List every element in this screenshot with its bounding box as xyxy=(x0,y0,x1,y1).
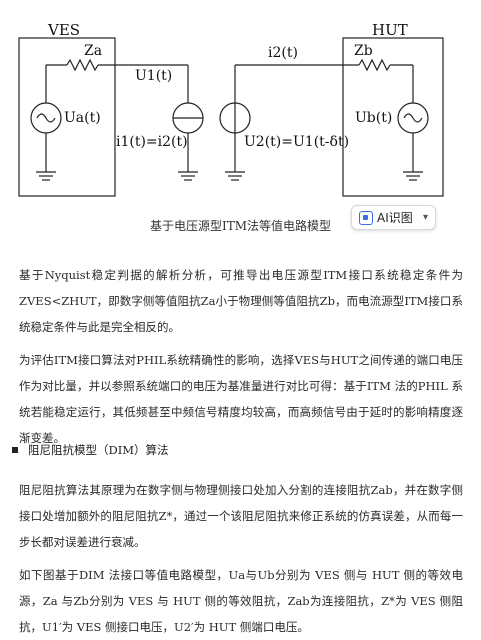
zb-resistor xyxy=(358,58,391,72)
ground-left xyxy=(36,171,56,181)
ai-button-label: AI识图 xyxy=(377,211,413,225)
ai-recognize-button[interactable]: AI识图 ▾ xyxy=(351,205,436,230)
ub-label: Ub(t) xyxy=(355,110,393,126)
figure-caption: 基于电压源型ITM法等值电路模型 xyxy=(149,219,332,233)
i2-label: i2(t) xyxy=(268,45,298,61)
hut-label: HUT xyxy=(372,21,408,39)
za-resistor xyxy=(66,58,99,72)
paragraph-dim-circuit: 如下图基于DIM 法接口等值电路模型，Ua与Ub分别为 VES 侧与 HUT 侧… xyxy=(19,568,463,634)
paragraph-stability: 基于Nyquist稳定判据的解析分析，可推导出电压源型ITM接口系统稳定条件为Z… xyxy=(19,268,463,334)
hut-box xyxy=(342,37,444,197)
u1-label: U1(t) xyxy=(135,68,173,84)
bullet-square-icon xyxy=(12,447,18,453)
section-heading: 阻尼阻抗模型（DIM）算法 xyxy=(12,442,169,458)
paragraph-accuracy: 为评估ITM接口算法对PHIL系统精确性的影响，选择VES与HUT之间传递的端口… xyxy=(19,353,463,445)
ves-box xyxy=(18,37,116,197)
paragraph-dim-principle: 阻尼阻抗算法其原理为在数字侧与物理侧接口处加入分割的连接阻抗Zab，并在数字侧接… xyxy=(19,483,463,549)
za-label: Za xyxy=(84,43,103,59)
ground-mid-left xyxy=(178,171,198,181)
ai-scan-icon xyxy=(359,210,373,225)
current-equation: i1(t)=i2(t) xyxy=(116,134,188,150)
ground-mid-right xyxy=(225,171,245,181)
chevron-down-icon: ▾ xyxy=(422,212,428,223)
circuit-diagram xyxy=(18,37,444,197)
ves-label: VES xyxy=(48,21,81,39)
section-heading-text: 阻尼阻抗模型（DIM）算法 xyxy=(28,443,169,457)
voltage-equation: U2(t)=U1(t-δt) xyxy=(244,134,350,150)
ua-label: Ua(t) xyxy=(64,110,101,126)
zb-label: Zb xyxy=(354,43,373,59)
ground-right xyxy=(403,171,423,181)
